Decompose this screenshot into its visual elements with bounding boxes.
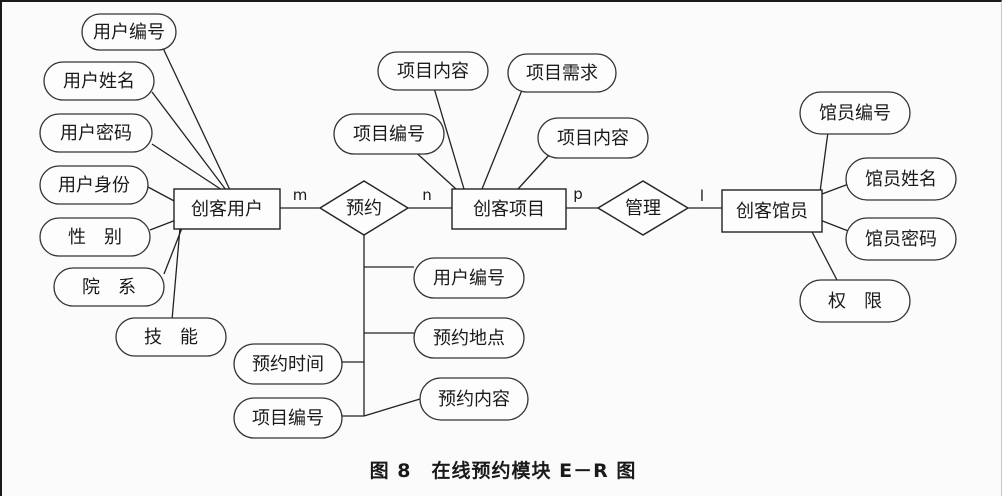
attribute-reserve-time [233,343,343,385]
attribute-reserve-location [413,317,525,359]
attribute-admin-name-label: 馆员姓名 [865,169,937,190]
attribute-admin-name [845,157,957,201]
cardinality-m: m [293,186,308,204]
edge-admin-attr [809,227,839,283]
attribute-reserve-user-id [413,257,525,299]
attribute-user-identity-label: 用户身份 [58,175,130,196]
attribute-user-gender [39,217,151,257]
attribute-project-content-label: 项目内容 [397,61,469,82]
attribute-user-identity [39,165,149,205]
edge-user-attr [149,219,177,231]
relationship-manage-label: 管理 [625,198,661,219]
figure-caption: 图 8 在线预约模块 E－R 图 [369,460,637,482]
relationship-manage-diamond [596,180,690,236]
cardinality-p: p [573,185,583,203]
attribute-admin-permission [799,279,911,323]
attribute-reserve-location-label: 预约地点 [433,328,505,349]
reserve-attributes: 用户编号 预约地点 预约时间 预约内容 项目编号 [233,257,529,439]
attribute-project-content-2-label: 项目内容 [557,128,629,149]
attribute-user-password-label: 用户密码 [60,123,132,144]
attribute-user-skill-label: 技 能 [144,327,198,348]
edge-project-attr [433,87,465,190]
edge-reserve-attr [363,398,421,417]
attribute-reserve-project-id [233,397,343,439]
entity-user-label: 创客用户 [191,199,263,220]
attribute-project-content [377,51,489,91]
attribute-reserve-user-id-label: 用户编号 [433,268,505,289]
user-attributes: 用户编号 用户姓名 用户密码 用户身份 性 别 院 系 技 能 [39,13,227,357]
entity-admin-box [721,189,823,233]
edge-admin-attr [819,131,829,193]
attribute-project-requirement-label: 项目需求 [526,63,598,84]
attribute-user-gender-label: 性 别 [68,227,122,248]
attribute-user-department-label: 院 系 [82,277,136,298]
attribute-user-id-label: 用户编号 [93,22,165,43]
attribute-project-id-label: 项目编号 [353,124,425,145]
entity-project-label: 创客项目 [473,199,545,220]
edge-project-attr [517,153,551,190]
edge-user-attr [147,186,177,203]
project-attributes: 项目内容 项目需求 项目编号 项目内容 [333,51,649,159]
attribute-reserve-content [419,377,529,421]
attribute-user-name [43,61,155,101]
attribute-reserve-project-id-label: 项目编号 [252,408,324,429]
attribute-user-name-label: 用户姓名 [63,71,135,92]
attribute-admin-password [845,217,957,261]
attribute-reserve-time-label: 预约时间 [252,354,324,375]
edge-user-attr [151,91,227,191]
attribute-user-department [53,267,165,307]
edge-user-attr [171,227,181,321]
attribute-admin-permission-label: 权 限 [828,291,882,312]
entity-admin-label: 创客馆员 [736,201,808,222]
entity-user-box [173,188,281,230]
attribute-admin-id-label: 馆员编号 [819,103,891,124]
attribute-admin-id [799,91,911,135]
attribute-user-password [39,113,153,153]
edge-user-attr [151,143,223,191]
cardinality-n: n [422,186,432,204]
admin-attributes: 馆员编号 馆员姓名 馆员密码 权 限 [799,91,957,323]
cardinality-l: l [700,187,704,205]
attribute-project-id [333,113,445,155]
attribute-project-requirement [507,53,617,93]
edge-project-attr [481,89,523,190]
edge-user-attr [161,45,231,191]
attribute-reserve-content-label: 预约内容 [438,389,510,410]
attribute-project-content-2 [537,117,649,159]
attribute-user-id [81,13,177,51]
attribute-admin-password-label: 馆员密码 [865,229,937,250]
relationship-reserve-label: 预约 [346,198,382,219]
relationship-reserve-diamond [318,180,410,236]
attribute-user-skill [115,317,227,357]
entity-project-box [451,188,567,230]
